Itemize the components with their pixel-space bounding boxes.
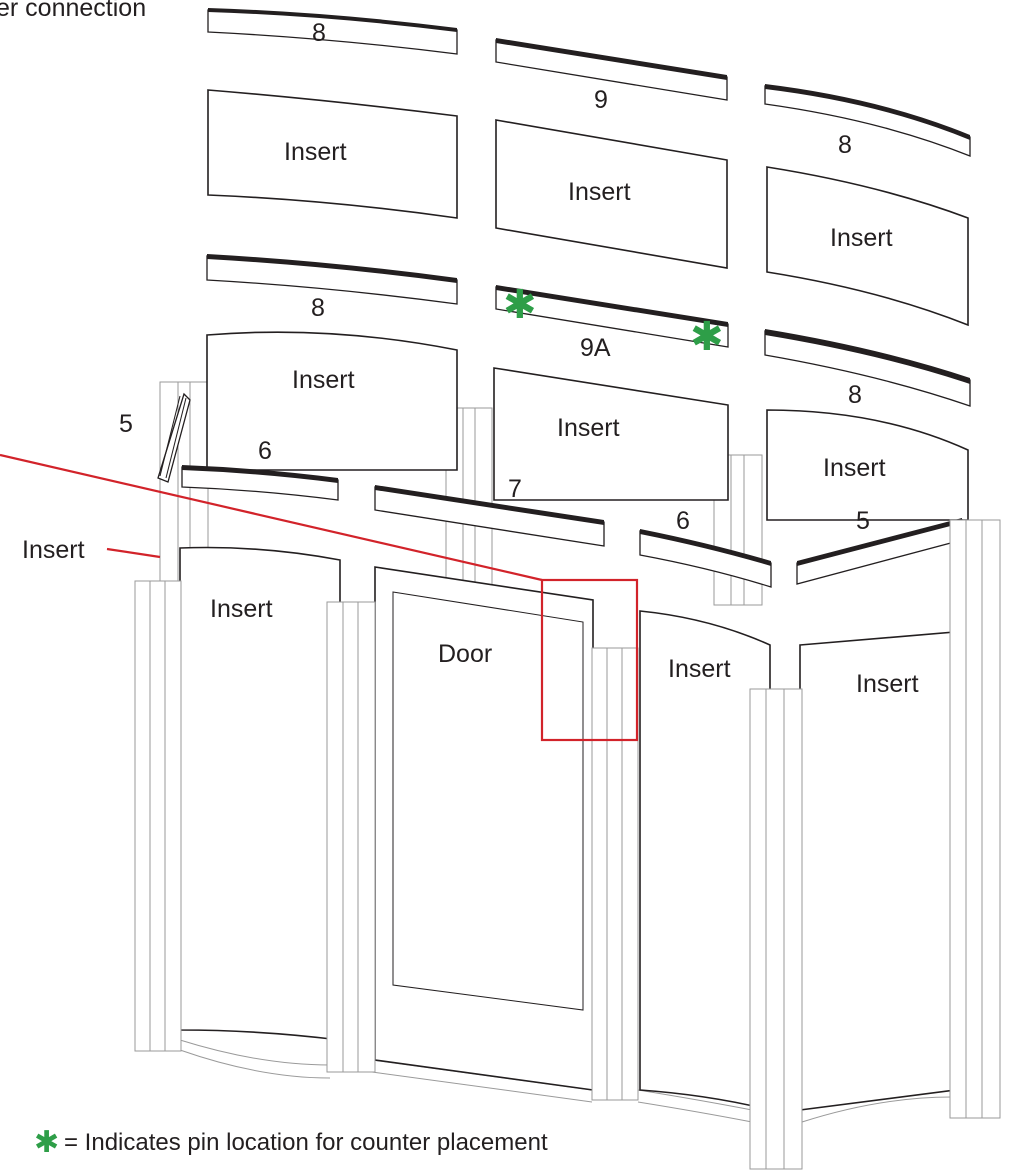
rail-lower-right-a (639, 529, 772, 588)
insert-panel-middle-left (206, 331, 458, 471)
insert-lower-mid-label: Insert (668, 655, 731, 683)
rail-lower-left-label: 6 (258, 437, 272, 465)
insert-pointer-line (106, 547, 161, 559)
insert-middle-left-label: Insert (292, 366, 355, 394)
insert-upper-left-label: Insert (284, 138, 347, 166)
insert-panel-middle-right (766, 409, 969, 521)
pin-marker-icon: ✱ (503, 282, 537, 328)
rail-lower-mid (374, 485, 605, 547)
rail-lower-right-b-label: 5 (856, 507, 870, 535)
post-rail-left-label: 5 (119, 410, 133, 438)
front-posts (134, 519, 1001, 1170)
insert-panel-upper-left (207, 89, 458, 219)
rail-top-left (207, 8, 458, 55)
insert-lower-left-label: Insert (210, 595, 273, 623)
door-panel (374, 566, 594, 1091)
insert-panel-upper-mid (495, 119, 728, 269)
rail-lower-left (181, 465, 339, 501)
rail-mid-left (206, 254, 458, 305)
connection-callout (0, 453, 639, 742)
rail-mid-mid-label: 9A (580, 334, 611, 362)
rail-lower-mid-label: 7 (508, 475, 522, 503)
rail-top-right (764, 84, 971, 157)
rail-top-left-label: 8 (312, 19, 326, 47)
callout-top-left-text: er connection (0, 0, 146, 22)
rail-post-left (157, 392, 191, 483)
insert-upper-mid-label: Insert (568, 178, 631, 206)
rail-mid-right (764, 329, 971, 407)
pin-marker-icon: ✱ (34, 1125, 59, 1160)
insert-panel-lower-right (799, 631, 956, 1111)
insert-panel-middle-mid (493, 367, 729, 501)
insert-upper-right-label: Insert (830, 224, 893, 252)
rail-mid-mid (495, 285, 729, 348)
rail-lower-right-b (796, 518, 963, 585)
insert-middle-right-label: Insert (823, 454, 886, 482)
insert-middle-mid-label: Insert (557, 414, 620, 442)
rail-mid-left-label: 8 (311, 294, 325, 322)
rail-top-mid (495, 38, 728, 101)
insert-lower-right-label: Insert (856, 670, 919, 698)
rail-mid-right-label: 8 (848, 381, 862, 409)
legend: ✱ = Indicates pin location for counter p… (34, 1125, 548, 1160)
rail-lower-right-a-label: 6 (676, 507, 690, 535)
rail-top-right-label: 8 (838, 131, 852, 159)
rail-top-mid-label: 9 (594, 86, 608, 114)
insert-pointer-label: Insert (22, 536, 85, 564)
insert-panel-upper-right (766, 166, 969, 327)
door-label: Door (438, 640, 492, 668)
legend-text: = Indicates pin location for counter pla… (64, 1129, 548, 1156)
pin-marker-icon: ✱ (690, 314, 724, 360)
